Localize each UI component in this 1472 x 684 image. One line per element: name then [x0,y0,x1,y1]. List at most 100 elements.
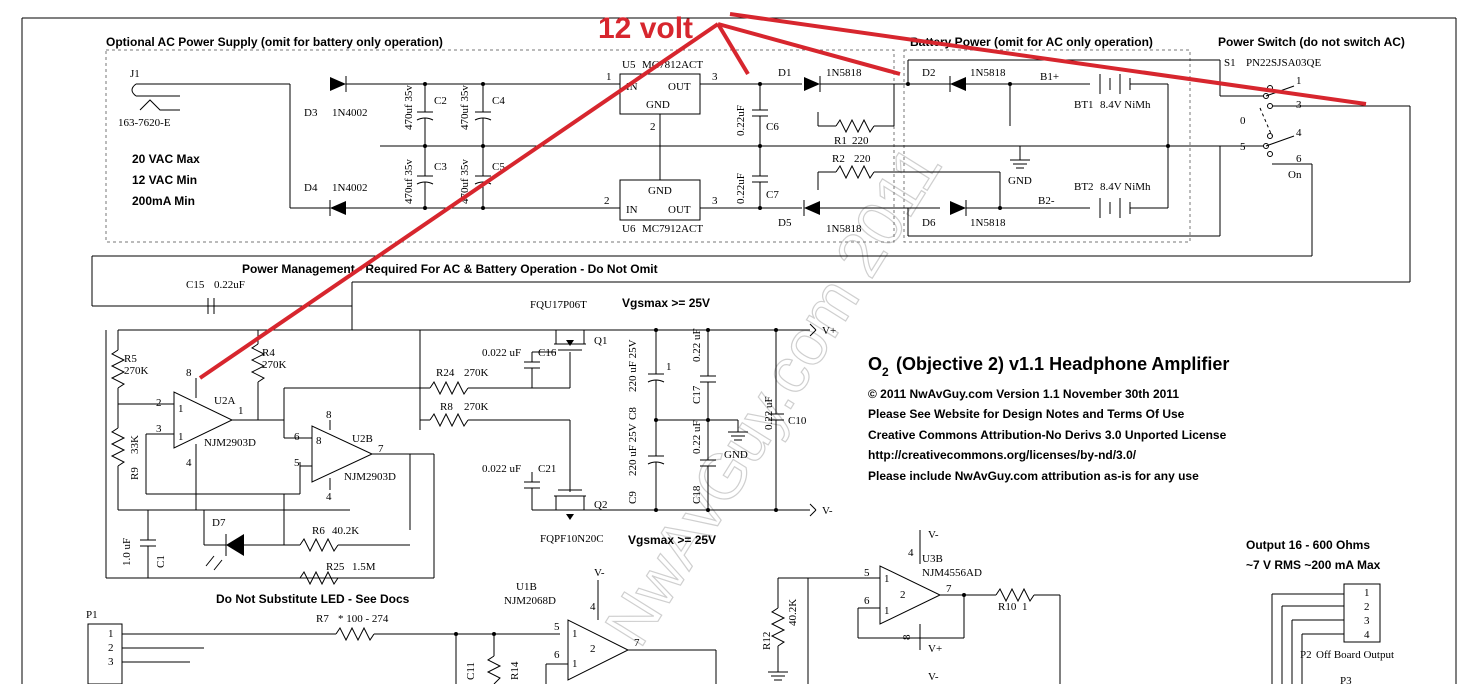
jack-j1: J1 163-7620-E [118,68,290,129]
output-heading: Output 16 - 600 Ohms [1246,538,1370,552]
cap-c9: C9 220 uF 25V [627,420,665,510]
svg-text:1N5818: 1N5818 [970,67,1006,79]
svg-text:8.4V NiMh: 8.4V NiMh [1100,99,1151,111]
svg-text:V-: V- [928,529,939,541]
svg-text:D2: D2 [922,67,935,79]
connector-p1[interactable]: P1 1 2 3 [86,609,123,684]
svg-text:R12: R12 [761,632,773,650]
svg-text:4: 4 [908,547,914,559]
svg-text:C15: C15 [186,279,205,291]
svg-text:0.022 uF: 0.022 uF [482,347,521,359]
svg-text:1: 1 [572,628,578,640]
svg-text:8: 8 [186,367,192,379]
resistor-r4: R4 270K [250,343,287,383]
svg-text:R24: R24 [436,367,455,379]
info-line-3: Creative Commons Attribution-No Derivs 3… [868,428,1227,442]
mosfet-q2: Q2 FQPF10N20C [540,489,607,545]
svg-text:R10: R10 [998,601,1017,613]
svg-text:C18: C18 [691,485,703,504]
svg-text:C2: C2 [434,95,447,107]
connector-p2[interactable]: 1 2 3 4 P2 Off Board Output P3 [1300,583,1394,684]
svg-text:BT1: BT1 [1074,99,1094,111]
svg-text:D1: D1 [778,67,791,79]
svg-text:2: 2 [590,643,596,655]
svg-text:5: 5 [864,567,870,579]
svg-text:3: 3 [712,195,718,207]
ac-supply-heading: Optional AC Power Supply (omit for batte… [106,35,443,49]
svg-text:6: 6 [864,595,870,607]
resistor-r2: R2 220 [818,153,1000,180]
power-switch-s1[interactable]: S1 PN22SJSA03QE 1 3 4 6 0 5 On [1224,57,1321,181]
svg-text:V+: V+ [928,643,942,655]
title-o: O [868,354,882,374]
svg-text:On: On [1288,169,1302,181]
svg-text:270K: 270K [464,367,489,379]
ac-spec-1: 20 VAC Max [132,152,200,166]
svg-text:1.5M: 1.5M [352,561,376,573]
svg-text:0.22uF: 0.22uF [214,279,245,291]
svg-text:NJM4556AD: NJM4556AD [922,567,982,579]
battery-bt2: B2- BT2 8.4V NiMh [1038,146,1169,218]
svg-text:C6: C6 [766,121,779,133]
svg-text:V-: V- [928,671,939,683]
svg-text:R14: R14 [509,661,521,680]
svg-text:1: 1 [666,361,672,373]
diode-d6: D6 1N5818 [922,200,1006,229]
svg-text:8: 8 [326,409,332,421]
regulator-u5: IN OUT GND U5 MC7812ACT 1 3 2 [606,59,718,133]
vgs-bottom: Vgsmax >= 25V [628,533,716,547]
svg-text:R5: R5 [124,353,137,365]
comparator-u2b: 8 U2B NJM2903D 6 5 7 8 4 [294,409,396,503]
svg-text:1: 1 [238,405,244,417]
svg-text:270K: 270K [464,401,489,413]
svg-text:270K: 270K [262,359,287,371]
ac-spec-2: 12 VAC Min [132,173,197,187]
diode-d1: D1 1N5818 [778,67,862,92]
svg-text:7: 7 [634,637,640,649]
svg-text:GND: GND [648,185,672,197]
cap-c15: C15 0.22uF [186,279,245,314]
diode-d3: D3 1N4002 [304,76,367,119]
svg-text:470uf 35v: 470uf 35v [403,85,415,130]
svg-text:MC7812ACT: MC7812ACT [642,59,703,71]
svg-text:D5: D5 [778,217,792,229]
svg-text:GND: GND [1008,175,1032,187]
svg-text:U2A: U2A [214,395,235,407]
info-line-4: http://creativecommons.org/licenses/by-n… [868,448,1137,462]
svg-text:C21: C21 [538,463,556,475]
svg-text:33K: 33K [129,435,141,454]
svg-text:C16: C16 [538,347,557,359]
svg-text:1: 1 [884,573,890,585]
svg-text:C11: C11 [465,662,477,680]
led-note: Do Not Substitute LED - See Docs [216,592,410,606]
svg-text:1N5818: 1N5818 [826,223,862,235]
svg-text:4: 4 [326,491,332,503]
svg-text:2: 2 [108,642,114,654]
svg-text:NJM2068D: NJM2068D [504,595,556,607]
svg-text:R4: R4 [262,347,275,359]
svg-text:0.22uF: 0.22uF [735,105,747,136]
svg-text:B1+: B1+ [1040,71,1059,83]
svg-text:R25: R25 [326,561,345,573]
resistor-r10: R10 1 [995,587,1061,684]
diode-d2: D2 1N5818 [922,67,1006,92]
svg-text:5: 5 [294,457,300,469]
svg-text:0.22 uF: 0.22 uF [691,328,703,362]
annotation-12-volt: 12 volt [198,12,1367,380]
svg-text:1: 1 [572,658,578,670]
ground-symbol: GND [1008,146,1032,187]
svg-text:C4: C4 [492,95,505,107]
svg-text:0.22 uF: 0.22 uF [691,420,703,454]
output-spec: ~7 V RMS ~200 mA Max [1246,558,1381,572]
svg-text:40.2K: 40.2K [787,599,799,626]
svg-text:V-: V- [594,567,605,579]
svg-text:8.4V NiMh: 8.4V NiMh [1100,181,1151,193]
svg-text:5: 5 [554,621,560,633]
svg-text:270K: 270K [124,365,149,377]
resistor-r12: R12 40.2K [761,578,799,681]
svg-text:P2: P2 [1300,649,1312,661]
svg-text:470uf 35v: 470uf 35v [403,159,415,204]
resistor-r5: R5 270K [110,349,149,389]
svg-text:220: 220 [852,135,869,147]
svg-text:0: 0 [1240,115,1246,127]
